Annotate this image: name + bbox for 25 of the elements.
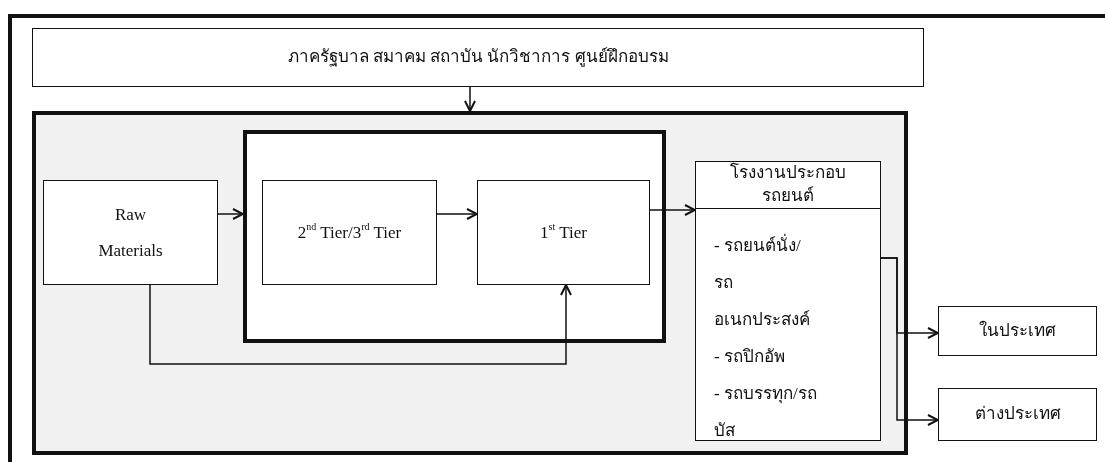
list-item: - รถยนต์นั่ง/รถอเนกประสงค์ [714, 232, 811, 331]
node-label: ต่างประเทศ [973, 403, 1062, 426]
arrow [880, 257, 939, 426]
arrow [217, 208, 244, 220]
node-label: ภาครัฐบาล สมาคม สถาบัน นักวิชาการ ศูนย์ฝึกอบรม [286, 46, 670, 69]
process-box [938, 388, 1097, 441]
arrow [464, 86, 476, 112]
container-box [243, 130, 666, 343]
process-box [43, 180, 218, 285]
process-box [32, 28, 924, 87]
node-label: 1$^{st}$ Tier [539, 219, 588, 244]
container-panel [32, 111, 908, 455]
process-box [695, 161, 881, 441]
list-item: - รถปิกอัพ [714, 345, 786, 368]
node-label: Raw Materials [97, 203, 164, 262]
arrow [436, 208, 478, 220]
node-label: ในประเทศ [978, 319, 1057, 342]
process-box [262, 180, 437, 285]
process-box [938, 306, 1097, 356]
node-heading: โรงงานประกอบรถยนต์ [729, 162, 847, 207]
arrow [149, 284, 572, 365]
arrow [649, 204, 696, 216]
process-box [477, 180, 650, 285]
list-item: - รถบรรทุก/รถบัส [714, 382, 818, 442]
node-label: 2$^{nd}$ Tier/3$^{rd}$ Tier [296, 219, 403, 244]
